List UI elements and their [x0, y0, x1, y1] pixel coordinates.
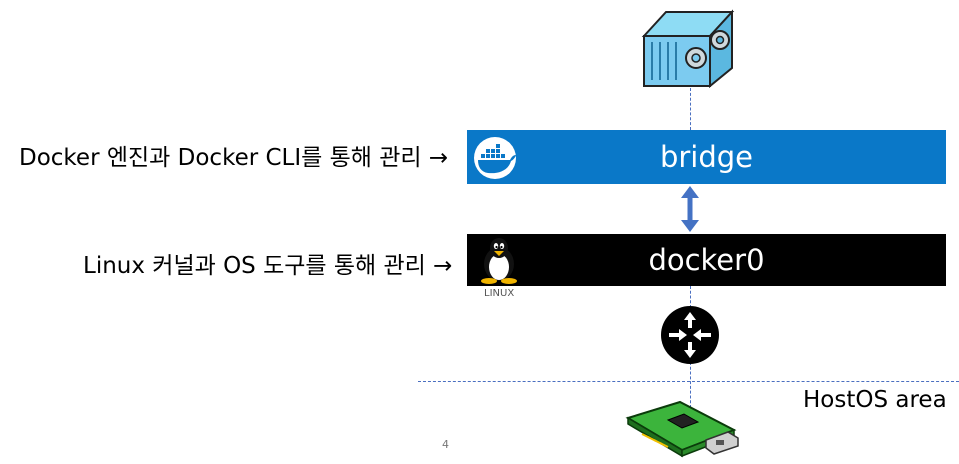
router-icon	[660, 305, 720, 365]
page-number: 4	[442, 438, 449, 451]
docker-management-label: Docker 엔진과 Docker CLI를 통해 관리 →	[19, 145, 449, 171]
bridge-label: bridge	[659, 139, 754, 174]
connector-router-nic	[690, 362, 691, 408]
bridge-bar: bridge	[467, 130, 946, 184]
double-arrow-icon	[680, 186, 700, 232]
container-icon	[640, 6, 740, 90]
docker-whale-icon	[470, 136, 520, 180]
hostos-area-label: HostOS area	[803, 387, 947, 413]
docker0-label: docker0	[648, 242, 765, 277]
linux-caption: LINUX	[484, 288, 515, 299]
connector-docker0-router	[690, 286, 691, 308]
connector-container-bridge	[690, 88, 691, 130]
network-card-icon	[622, 400, 742, 460]
hostos-boundary-line	[418, 381, 959, 382]
tux-penguin-icon	[478, 236, 520, 284]
docker0-bar: docker0	[467, 234, 946, 286]
linux-management-label: Linux 커널과 OS 도구를 통해 관리 →	[83, 253, 453, 279]
